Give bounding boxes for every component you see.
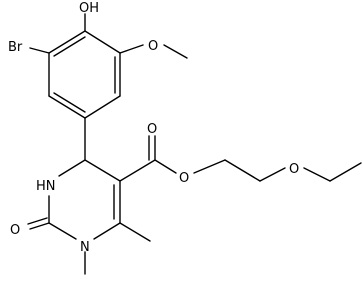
- pyrimidine-ring: [48, 159, 121, 240]
- bond: [53, 92, 86, 113]
- bond: [119, 159, 156, 182]
- atom-label-o-methoxy: O: [148, 39, 158, 54]
- atom-label-oh: OH: [79, 1, 99, 16]
- bond: [48, 30, 86, 54]
- bond: [48, 95, 86, 119]
- atom-label-o-ester: O: [179, 171, 189, 186]
- bond: [224, 159, 261, 182]
- bond: [58, 159, 86, 177]
- bond: [84, 95, 121, 119]
- atom-label-nh: HN: [36, 179, 56, 194]
- aromatic-ring: [48, 30, 121, 119]
- bond: [303, 167, 331, 182]
- atom-label-o-carbonyl: O: [147, 122, 157, 137]
- bond: [93, 222, 121, 240]
- bond: [119, 44, 144, 54]
- bond: [193, 159, 226, 174]
- bond: [329, 162, 362, 182]
- bond: [29, 47, 50, 54]
- bond: [84, 30, 121, 54]
- bond: [119, 222, 151, 242]
- bond: [48, 222, 77, 240]
- atom-label-o-ether: O: [289, 162, 299, 177]
- bond: [29, 222, 50, 230]
- bond: [154, 159, 177, 174]
- bond: [163, 44, 188, 59]
- atom-label-o-urea: O: [10, 223, 20, 238]
- bond: [53, 36, 86, 57]
- atom-label-n-methyl: N: [80, 240, 90, 255]
- bond: [259, 167, 286, 182]
- bond: [27, 217, 48, 225]
- atom-label-br: Br: [8, 40, 23, 55]
- bond: [84, 159, 121, 182]
